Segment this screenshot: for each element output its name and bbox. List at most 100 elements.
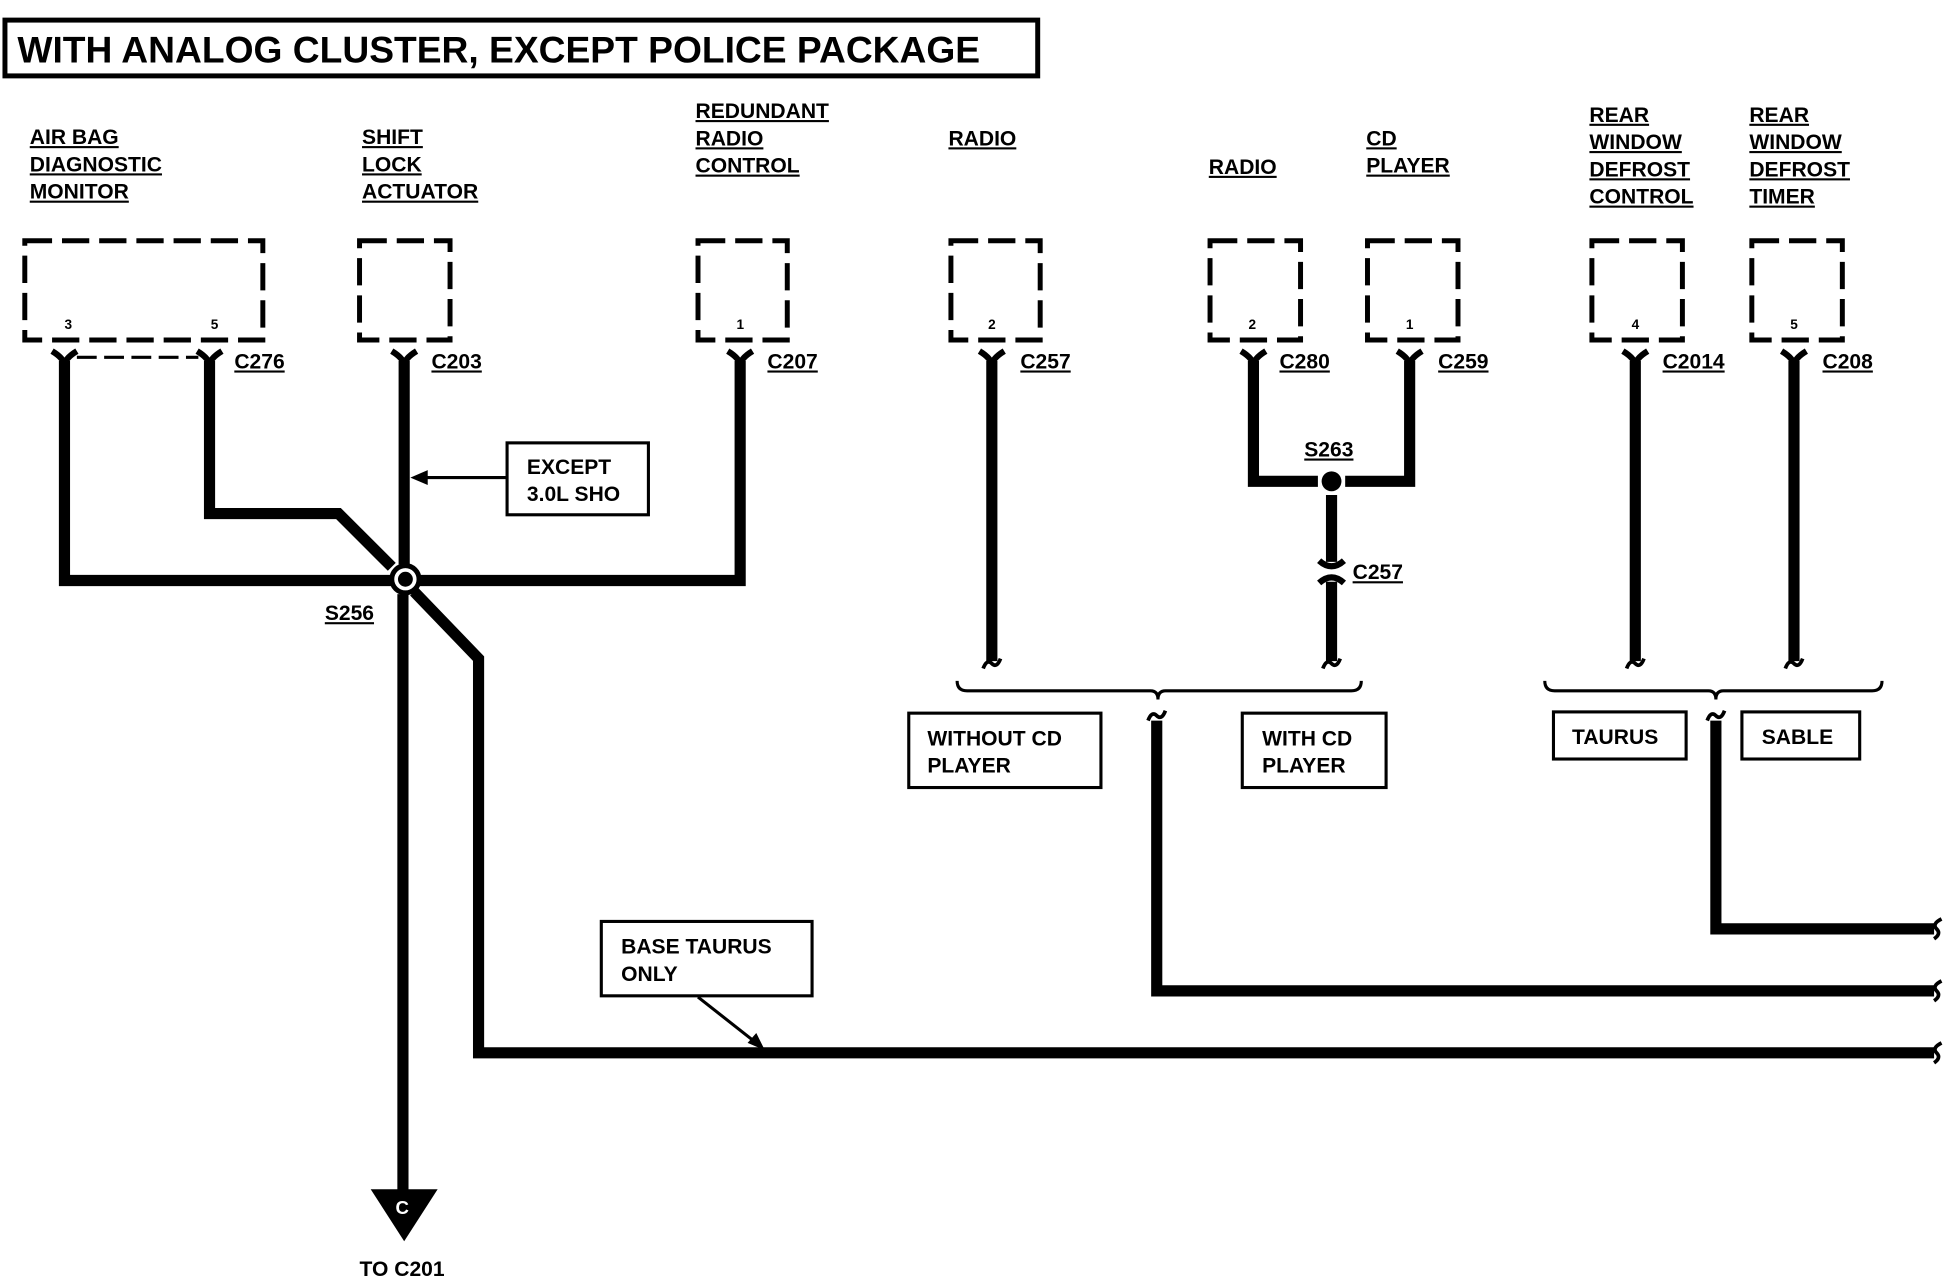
airbag-label-3: MONITOR — [30, 181, 129, 204]
wire-break-icon — [1624, 657, 1646, 670]
inline-connector-label-c257: C257 — [1353, 561, 1403, 584]
option-with-cd-1: WITH CD — [1262, 727, 1352, 750]
connector-label-c280: C280 — [1279, 350, 1329, 373]
wire-break-icon — [1146, 709, 1168, 722]
offpage-triangle-icon — [370, 1189, 438, 1242]
rwdtimer-label-1: REAR — [1749, 104, 1809, 127]
pin-numbers: 3 5 1 2 2 1 4 5 — [64, 317, 1798, 332]
wire-radio-with-cd — [1247, 361, 1318, 487]
wires-radio: S263 C257 — [986, 361, 1935, 997]
airbag-label-2: DIAGNOSTIC — [30, 153, 162, 176]
connector-female-icon — [1317, 574, 1347, 586]
offpage-symbol: C — [395, 1197, 408, 1218]
rwdtimer-label-3: DEFROST — [1749, 158, 1850, 181]
connector-label-c203: C203 — [431, 350, 481, 373]
radio2-label: RADIO — [1209, 156, 1277, 179]
connector-male-icon — [1317, 558, 1347, 570]
connector-label-c207: C207 — [767, 350, 817, 373]
note-except-sho: EXCEPT 3.0L SHO — [410, 441, 650, 517]
wire-break-icon — [981, 657, 1003, 670]
pin-number: 4 — [1632, 317, 1640, 332]
option-sable: SABLE — [1762, 726, 1833, 749]
radio1-label: RADIO — [948, 127, 1016, 150]
wire-defrost-output — [1710, 720, 1935, 935]
wire-continuation-icon — [1932, 1041, 1943, 1065]
connector-label-c259: C259 — [1438, 350, 1488, 373]
wire-break-icon — [1783, 657, 1805, 670]
wire-cd-player — [1345, 361, 1416, 487]
rwdtimer-module-box — [1749, 238, 1845, 343]
pin-number: 5 — [1790, 317, 1798, 332]
pin-number: 2 — [988, 317, 996, 332]
wire-break-icon — [1705, 709, 1727, 722]
splice-label-s263: S263 — [1304, 439, 1353, 462]
pin-number: 3 — [64, 317, 72, 332]
rwdtimer-label-2: WINDOW — [1749, 131, 1842, 154]
rwdcontrol-label-1: REAR — [1589, 104, 1649, 127]
option-taurus: TAURUS — [1572, 726, 1658, 749]
connector-labels: C276 C203 C207 C257 C280 C259 C2014 C208 — [234, 350, 1873, 373]
arrowhead-icon — [747, 1033, 765, 1051]
wires-left: S256 — [58, 361, 1935, 1195]
wire-continuation-icon — [1932, 917, 1943, 941]
brace-cd-options — [955, 680, 1363, 700]
rwdcontrol-label-2: WINDOW — [1589, 131, 1682, 154]
rwdcontrol-label-3: DEFROST — [1589, 158, 1690, 181]
option-base-taurus-2: ONLY — [621, 963, 678, 986]
connector-label-c276: C276 — [234, 350, 284, 373]
option-braces — [955, 680, 1884, 700]
offpage-connector: C TO C201 — [360, 1189, 445, 1280]
option-without-cd-1: WITHOUT CD — [927, 727, 1062, 750]
option-box-sable — [1740, 710, 1862, 761]
wire-radio-output — [1151, 720, 1935, 997]
option-box-with-cd — [1240, 711, 1388, 790]
connector-label-c208: C208 — [1823, 350, 1874, 373]
diagram-title: WITH ANALOG CLUSTER, EXCEPT POLICE PACKA… — [17, 28, 980, 70]
shiftlock-label-3: ACTUATOR — [362, 181, 478, 204]
arrowhead-icon — [410, 470, 428, 486]
shiftlock-module-box — [357, 238, 453, 343]
splice-s256-dot — [397, 571, 413, 587]
component-labels: AIR BAG DIAGNOSTIC MONITOR SHIFT LOCK AC… — [30, 100, 1850, 209]
wire-base-taurus — [410, 587, 1935, 1059]
pin-number: 1 — [736, 317, 744, 332]
rwdtimer-label-4: TIMER — [1749, 186, 1815, 209]
option-box-taurus — [1551, 710, 1688, 761]
note-text-2: 3.0L SHO — [527, 483, 620, 506]
wire-redundant-radio — [419, 361, 746, 587]
connector-symbols — [50, 348, 1809, 586]
pin-number: 5 — [211, 317, 219, 332]
rwdcontrol-label-4: CONTROL — [1589, 186, 1693, 209]
pin-number: 1 — [1406, 317, 1414, 332]
airbag-module-box — [22, 238, 266, 343]
pin-number: 2 — [1248, 317, 1256, 332]
airbag-label-1: AIR BAG — [30, 126, 119, 149]
wire-break-icon — [1321, 657, 1342, 670]
shiftlock-label-2: LOCK — [362, 153, 422, 176]
title-banner: WITH ANALOG CLUSTER, EXCEPT POLICE PACKA… — [2, 17, 1041, 79]
option-with-cd-2: PLAYER — [1262, 755, 1346, 778]
connector-label-c2014: C2014 — [1663, 350, 1725, 373]
offpage-label: TO C201 — [360, 1258, 445, 1280]
splice-s263 — [1321, 471, 1342, 492]
option-box-without-cd — [907, 711, 1103, 790]
shiftlock-label-1: SHIFT — [362, 126, 423, 149]
brace-model-options — [1543, 680, 1884, 700]
continuation-marks — [981, 657, 1943, 1065]
note-text-1: EXCEPT — [527, 456, 611, 479]
title-box — [2, 17, 1041, 79]
wire-continuation-icon — [1932, 979, 1943, 1003]
option-base-taurus-1: BASE TAURUS — [621, 936, 772, 959]
rwdcontrol-module-box — [1589, 238, 1685, 343]
option-without-cd-2: PLAYER — [927, 755, 1011, 778]
connector-label-c257: C257 — [1020, 350, 1070, 373]
option-box-base-taurus — [599, 919, 814, 998]
base-taurus-pointer-line — [697, 995, 758, 1045]
option-labels: WITHOUT CD PLAYER WITH CD PLAYER TAURUS … — [599, 710, 1862, 1051]
component-boxes — [22, 238, 1845, 343]
radio2-module-box — [1207, 238, 1304, 343]
wire-airbag-pin3 — [58, 361, 397, 587]
cdplayer-module-box — [1365, 238, 1461, 343]
cdplayer-label-1: CD — [1366, 127, 1396, 150]
